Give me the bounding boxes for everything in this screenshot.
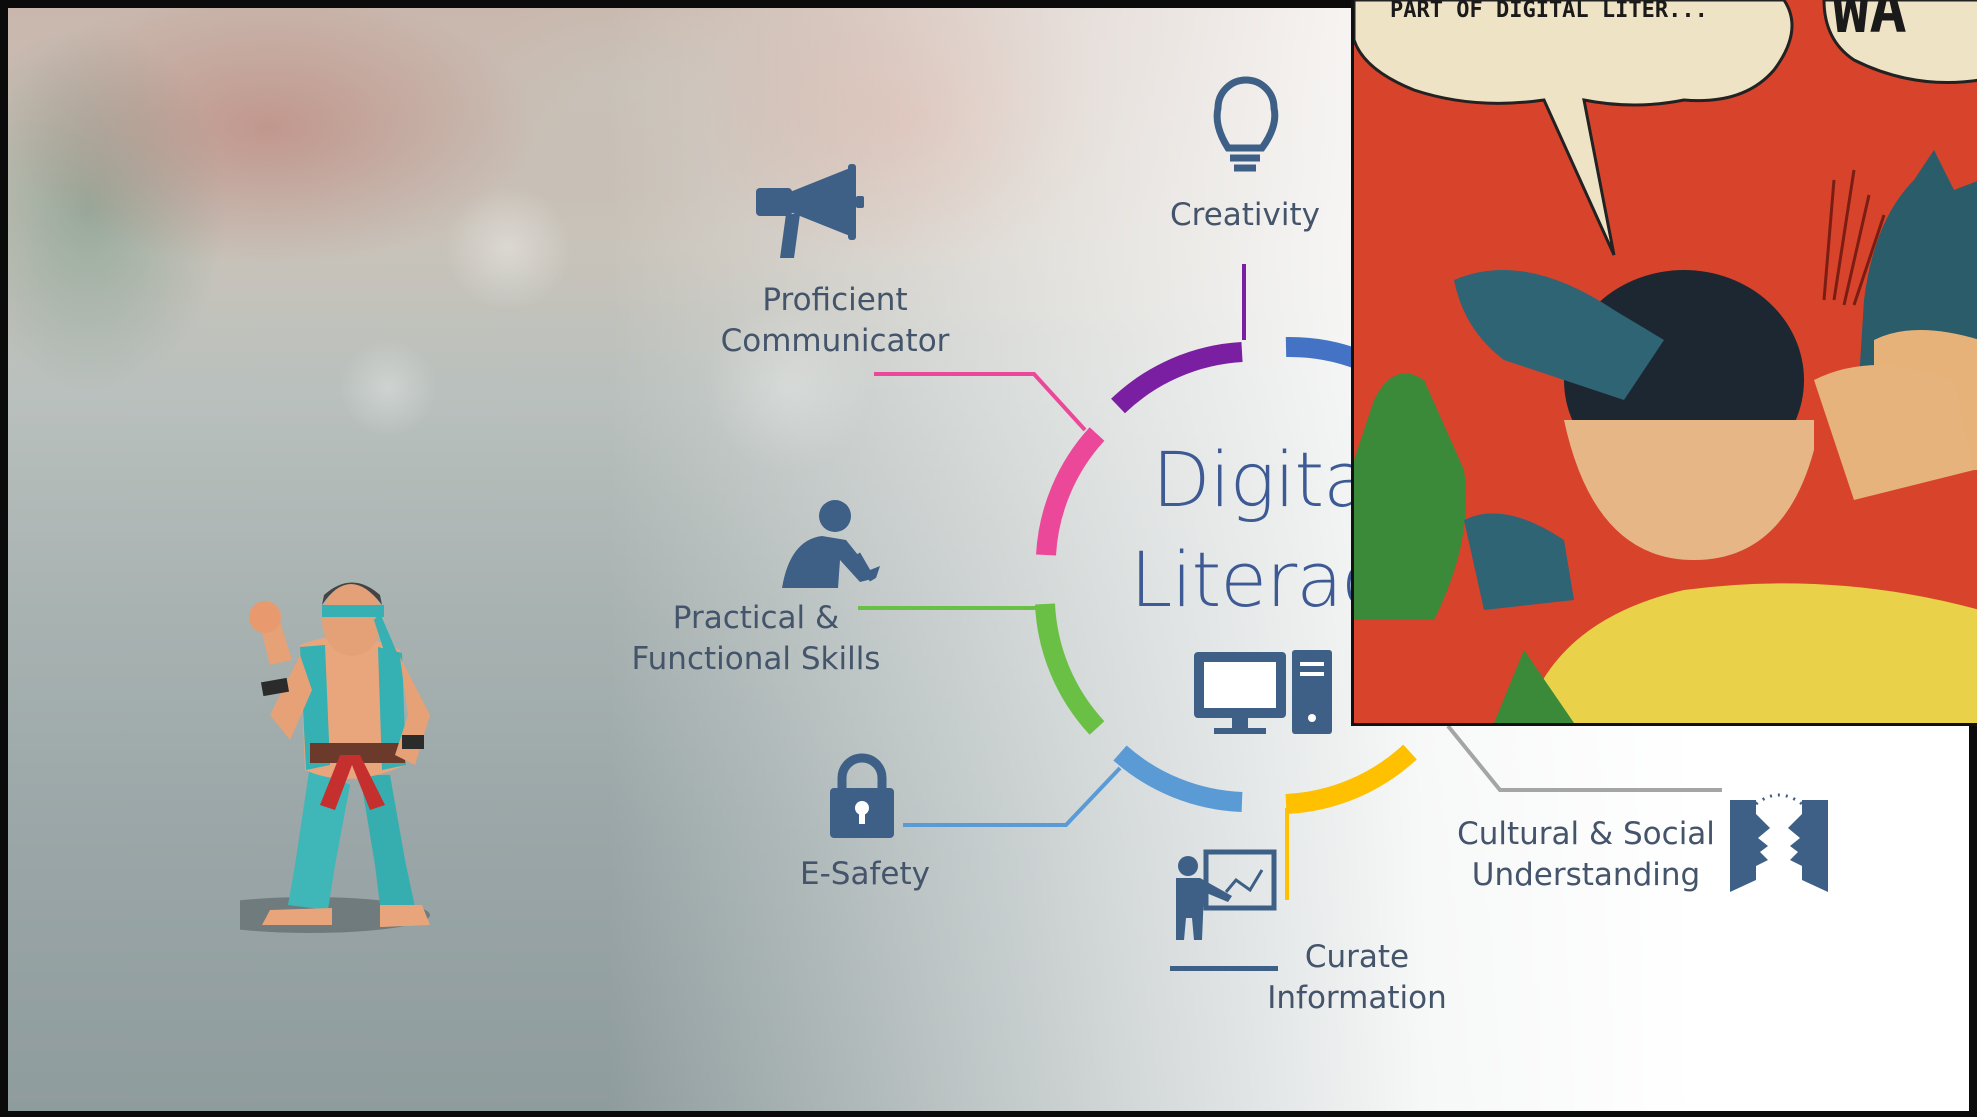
comic-art-image bbox=[1354, 0, 1977, 723]
esafety-text: E-Safety bbox=[800, 856, 930, 892]
practical-line2: Functional Skills bbox=[631, 641, 881, 677]
ring-segment-creativity bbox=[1111, 342, 1243, 414]
lightbulb-icon bbox=[1213, 76, 1279, 172]
connector-cultural bbox=[1446, 724, 1722, 792]
ring-segment-curate bbox=[1285, 744, 1417, 814]
presenter-icon bbox=[1170, 849, 1278, 971]
person-writing-icon bbox=[782, 500, 880, 588]
center-title-line2: Literac bbox=[1130, 535, 1384, 624]
cultural-line1: Cultural & Social bbox=[1457, 816, 1715, 852]
padlock-icon bbox=[830, 753, 894, 838]
speech-bubble-right bbox=[1822, 0, 1977, 84]
two-faces-icon bbox=[1730, 793, 1828, 892]
curate-line1: Curate bbox=[1304, 939, 1410, 975]
practical-functional-label: Practical & Functional Skills bbox=[626, 598, 886, 680]
cultural-line2: Understanding bbox=[1471, 857, 1701, 893]
ring-segment-esafety bbox=[1113, 745, 1243, 812]
creativity-text: Creativity bbox=[1170, 197, 1321, 233]
practical-line1: Practical & bbox=[672, 600, 840, 636]
meme-caption-left: PART OF DIGITAL LITER... bbox=[1390, 0, 1708, 23]
comic-meme-panel: PART OF DIGITAL LITER... WA bbox=[1351, 0, 1977, 726]
toy-figure-image bbox=[240, 582, 430, 933]
cultural-social-label: Cultural & Social Understanding bbox=[1456, 814, 1716, 896]
megaphone-icon bbox=[756, 164, 864, 258]
creativity-label: Creativity bbox=[1170, 195, 1320, 236]
proficient-communicator-label: Proficient Communicator bbox=[700, 280, 970, 362]
connector-proficient bbox=[874, 372, 1087, 432]
proficient-line1: Proficient bbox=[762, 282, 908, 318]
proficient-line2: Communicator bbox=[720, 323, 950, 359]
speech-bubble-left bbox=[1354, 0, 1794, 256]
esafety-label: E-Safety bbox=[790, 854, 940, 895]
curate-information-label: Curate Information bbox=[1262, 937, 1452, 1019]
ring-segment-blue bbox=[1285, 336, 1364, 370]
connector-esafety bbox=[903, 766, 1122, 827]
curate-line2: Information bbox=[1267, 980, 1447, 1016]
center-title-line1: Digita bbox=[1152, 435, 1370, 524]
computer-icon bbox=[1194, 650, 1332, 734]
meme-caption-right: WA bbox=[1832, 0, 1907, 47]
ring-segment-proficient bbox=[1036, 427, 1105, 556]
ring-segment-practical bbox=[1035, 603, 1105, 735]
